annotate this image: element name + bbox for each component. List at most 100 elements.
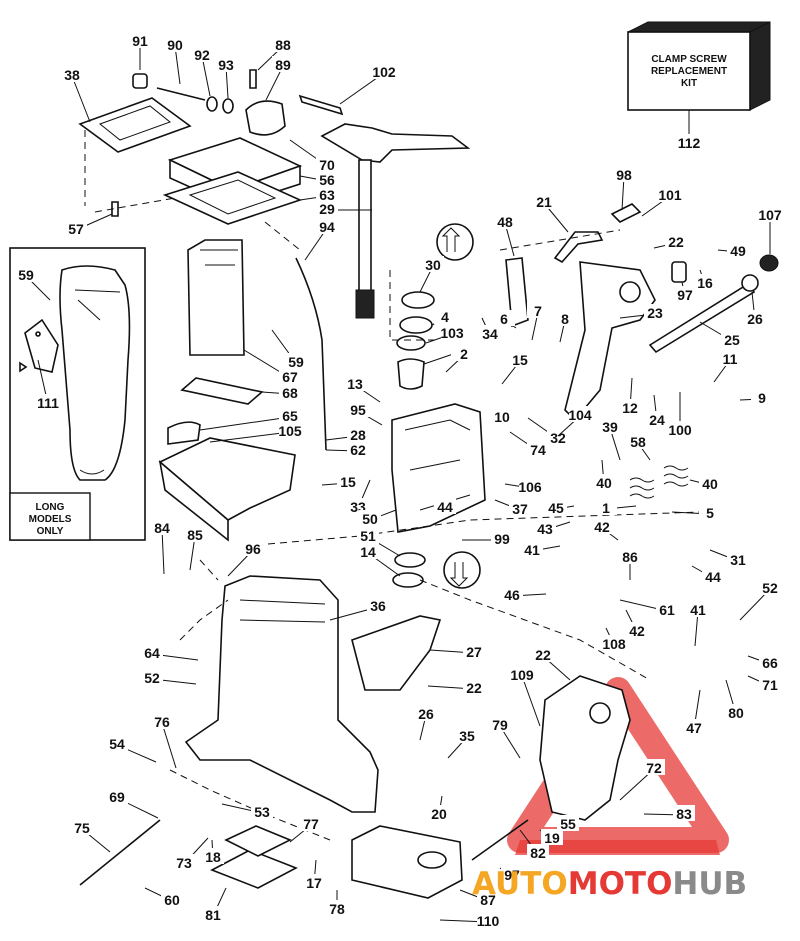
label-background [534, 520, 556, 536]
label-background [678, 134, 700, 150]
part-number-label: 85 [187, 527, 203, 543]
part-number-label: 56 [319, 172, 335, 188]
part-90-bolt [156, 87, 206, 101]
part-number-label: 96 [245, 541, 261, 557]
label-background [316, 156, 338, 172]
part-number-label: 12 [622, 400, 638, 416]
label-background [373, 63, 395, 79]
part-number-label: 4 [441, 309, 449, 325]
part-55-rod [79, 819, 161, 886]
part-29-steering-arm [320, 123, 471, 163]
kit-label-line-1: CLAMP SCREW [651, 54, 727, 65]
inset-screw-part [19, 361, 28, 373]
part-number-label: 67 [282, 369, 298, 385]
part-number-label: 98 [616, 167, 632, 183]
label-background [545, 499, 567, 515]
label-background [494, 213, 516, 229]
label-background [272, 36, 294, 52]
part-23-stern-bracket [564, 261, 656, 422]
part-number-label: 22 [668, 234, 684, 250]
label-background [627, 433, 649, 449]
watermark-text: AUTOMOTOHUB [472, 866, 747, 902]
label-background [151, 519, 173, 535]
assembly-line-6 [419, 579, 651, 681]
assembly-line-1 [94, 197, 176, 213]
part-64-cover [351, 615, 442, 691]
part-61-driveshaft-housing [184, 575, 379, 813]
part-number-label: 74 [530, 442, 546, 458]
kit-label-line-3: KIT [681, 78, 697, 89]
part-number-label: 93 [218, 57, 234, 73]
label-background [599, 418, 621, 434]
part-number-label: 17 [306, 875, 322, 891]
label-background [106, 735, 128, 751]
part-21-lever [553, 231, 604, 264]
leader-line [521, 675, 541, 727]
part-number-label: 38 [64, 67, 80, 83]
part-number-label: 54 [109, 736, 125, 752]
inset-housing-part [59, 265, 131, 481]
part-number-label: 44 [437, 499, 453, 515]
label-background [316, 171, 338, 187]
part-78-cover [351, 825, 463, 899]
label-background [673, 805, 695, 821]
part-number-label: 13 [347, 376, 363, 392]
part-number-label: 112 [678, 135, 701, 151]
part-63-gasket-detail [188, 179, 277, 215]
label-background [727, 551, 749, 567]
part-number-label: 110 [477, 913, 500, 929]
part-number-label: 40 [702, 476, 718, 492]
label-background [501, 586, 523, 602]
inset-note-line-2: MODELS [29, 514, 72, 525]
label-background [279, 368, 301, 384]
label-background [215, 56, 237, 72]
part-number-label: 88 [275, 37, 291, 53]
label-background [242, 540, 264, 556]
part-number-label: 89 [275, 57, 291, 73]
part-number-label: 49 [730, 243, 746, 259]
part-number-label: 82 [530, 845, 546, 861]
label-background [37, 394, 59, 410]
label-background [61, 66, 83, 82]
label-background [626, 622, 648, 638]
label-background [674, 286, 696, 302]
label-background [646, 411, 668, 427]
part-number-label: 90 [167, 37, 183, 53]
label-background [434, 308, 456, 324]
label-background [316, 186, 338, 202]
part-number-label: 53 [254, 804, 270, 820]
part-26-nut [741, 274, 759, 292]
part-number-label: 94 [319, 219, 335, 235]
part-number-label: 28 [350, 427, 366, 443]
label-background [441, 324, 463, 340]
part-23-pivot [619, 281, 641, 303]
part-number-label: 9 [758, 390, 766, 406]
part-number-label: 23 [647, 305, 663, 321]
inset-note-line-3: ONLY [37, 526, 64, 537]
part-number-label: 26 [747, 311, 763, 327]
part-number-label: 25 [724, 332, 740, 348]
part-57-screw [111, 201, 119, 217]
part-number-label: 44 [705, 569, 721, 585]
part-number-label: 41 [690, 602, 706, 618]
part-92-washer [206, 96, 218, 112]
part-29-shaft [358, 159, 372, 311]
part-number-label: 80 [728, 705, 744, 721]
part-number-label: 52 [762, 580, 778, 596]
label-background [477, 891, 499, 907]
part-59-exhaust-housing [187, 239, 245, 356]
part-93-washer [222, 98, 234, 114]
part-25-tilt-tube [648, 282, 756, 354]
part-107-nut [759, 254, 779, 272]
part-number-label: 21 [536, 194, 552, 210]
part-number-label: 50 [362, 511, 378, 527]
part-number-label: 73 [176, 855, 192, 871]
part-number-label: 8 [561, 311, 569, 327]
clamp-screw-kit-box: CLAMP SCREW REPLACEMENT KIT [627, 21, 771, 132]
label-background [527, 302, 549, 318]
kit-box-side [749, 21, 771, 111]
leader-line [201, 55, 211, 97]
part-4-seal [399, 316, 433, 334]
part-78-hole [417, 851, 447, 869]
label-background [547, 429, 569, 445]
